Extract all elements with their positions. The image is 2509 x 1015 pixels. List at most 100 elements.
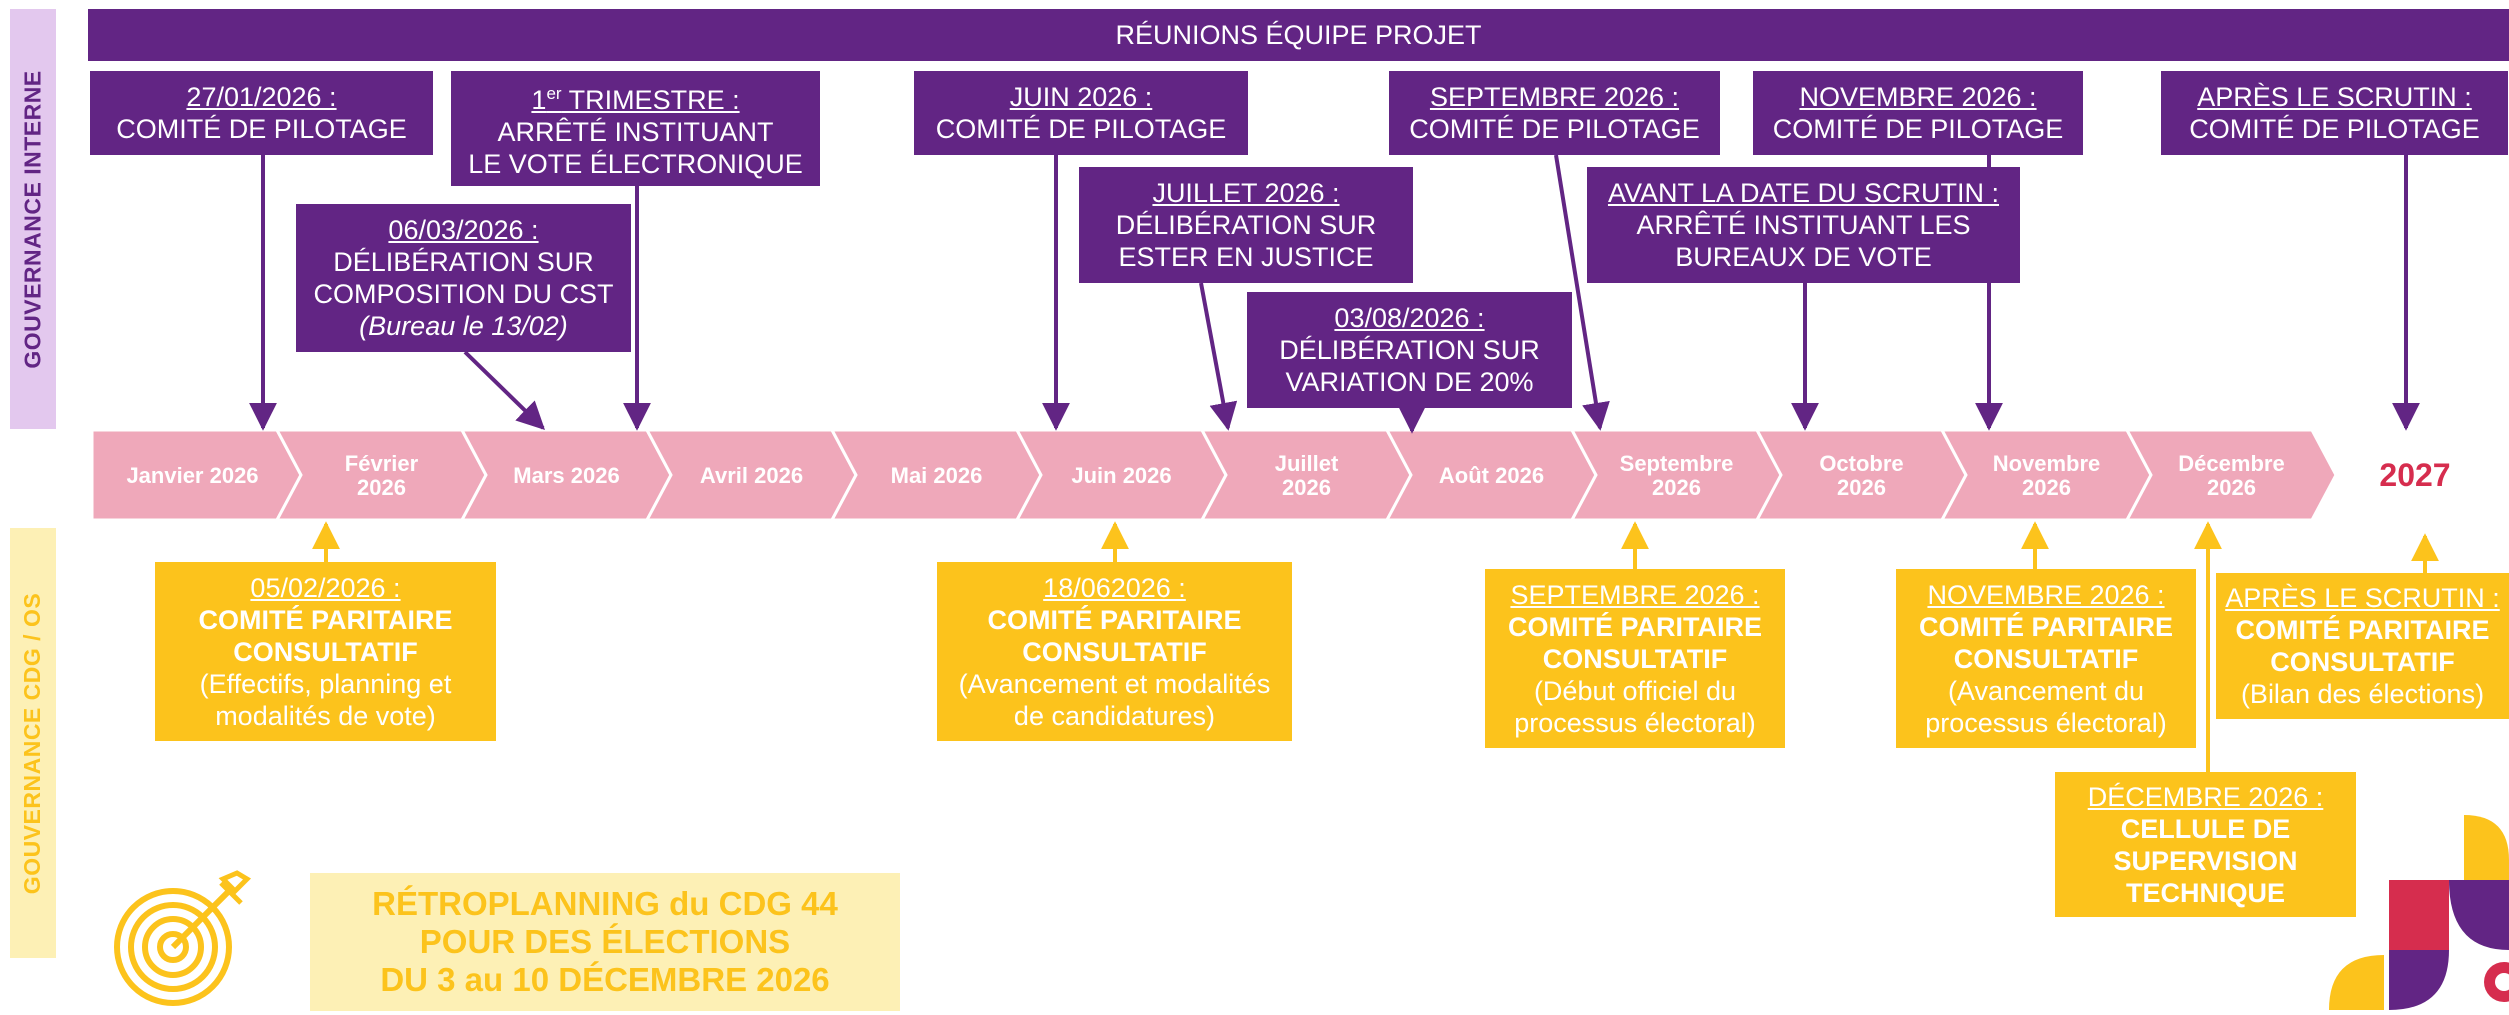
cdg-sep-detail-2: processus électoral) — [1514, 707, 1756, 738]
month-chevron — [459, 428, 673, 522]
retroplanning-title: RÉTROPLANNING du CDG 44 POUR DES ÉLECTIO… — [310, 873, 900, 1011]
event-jul-date: JUILLET 2026 : — [1152, 178, 1340, 208]
cdg-apres-detail-1: (Bilan des élections) — [2240, 679, 2485, 709]
month-label: Janvier 2026 — [126, 463, 258, 488]
event-jul-line-2: ESTER EN JUSTICE — [1118, 242, 1374, 272]
event-apres-line-1: COMITÉ DE PILOTAGE — [2189, 114, 2480, 144]
event-avant-scrutin: AVANT LA DATE DU SCRUTIN : ARRÊTÉ INSTIT… — [1587, 167, 2020, 283]
cdg-jun-detail-1: (Avancement et modalités — [958, 668, 1271, 699]
cdg-dec-date: DÉCEMBRE 2026 : — [2087, 781, 2324, 812]
cdg-nov-date: NOVEMBRE 2026 : — [1927, 579, 2165, 610]
cdg-governance-band: GOUVERNANCE CDG / OS — [10, 528, 56, 958]
event-jan-steering: 27/01/2026 : COMITÉ DE PILOTAGE — [90, 71, 433, 155]
event-jun-steering: JUIN 2026 : COMITÉ DE PILOTAGE — [914, 71, 1248, 155]
cdg-dec-title-1: CELLULE DE — [2120, 813, 2291, 844]
cdg-jun-title-2: CONSULTATIF — [1022, 636, 1207, 667]
cdg-jun-date: 18/062026 : — [1043, 572, 1186, 603]
month-chevron — [1199, 428, 1413, 522]
cdg-feb-committee: 05/02/2026 : COMITÉ PARITAIRE CONSULTATI… — [155, 562, 496, 741]
event-avant-line-2: BUREAUX DE VOTE — [1675, 242, 1932, 272]
event-aug-line-2: VARIATION DE 20% — [1285, 367, 1534, 397]
cdg-apres-title-2: CONSULTATIF — [2270, 647, 2455, 677]
month-chevron — [1384, 428, 1598, 522]
cdg-nov-detail-1: (Avancement du — [1947, 675, 2145, 706]
cdg-apres-committee: APRÈS LE SCRUTIN : COMITÉ PARITAIRE CONS… — [2216, 573, 2509, 719]
event-jan-line-1: COMITÉ DE PILOTAGE — [116, 114, 407, 144]
cdg-jun-title-1: COMITÉ PARITAIRE — [987, 604, 1242, 635]
event-avant-date: AVANT LA DATE DU SCRUTIN : — [1607, 178, 2000, 208]
cdg-jun-detail-2: de candidatures) — [1013, 700, 1216, 731]
month-chevron — [2124, 428, 2338, 522]
event-jun-line-1: COMITÉ DE PILOTAGE — [935, 114, 1227, 144]
month-label: Mai 2026 — [891, 463, 983, 488]
arrow-mar — [463, 350, 546, 430]
cdg-apres-title-1: COMITÉ PARITAIRE — [2235, 615, 2490, 645]
cdg-governance-label: GOUVERNANCE CDG / OS — [19, 592, 46, 894]
month-label: Avril 2026 — [700, 463, 803, 488]
event-sep-steering: SEPTEMBRE 2026 : COMITÉ DE PILOTAGE — [1389, 71, 1720, 155]
event-nov-date: NOVEMBRE 2026 : — [1799, 82, 2037, 112]
event-sep-line-1: COMITÉ DE PILOTAGE — [1409, 114, 1700, 144]
event-trimestre: 1er TRIMESTRE : ARRÊTÉ INSTITUANT LE VOT… — [451, 71, 820, 186]
month-chevron — [90, 428, 303, 522]
arrow-jul — [1199, 282, 1238, 431]
event-aug-line-1: DÉLIBÉRATION SUR — [1279, 335, 1540, 365]
cdg-feb-date: 05/02/2026 : — [250, 572, 401, 603]
cdg-sep-detail-1: (Début officiel du — [1533, 675, 1737, 706]
month-chevron — [1014, 428, 1228, 522]
event-aug-deliberation: 03/08/2026 : DÉLIBÉRATION SUR VARIATION … — [1247, 292, 1572, 408]
event-mar-deliberation: 06/03/2026 : DÉLIBÉRATION SUR COMPOSITIO… — [296, 204, 631, 352]
event-sep-date: SEPTEMBRE 2026 : — [1429, 82, 1680, 112]
event-trimestre-line-1: ARRÊTÉ INSTITUANT — [497, 116, 774, 147]
month-chevron — [829, 428, 1043, 522]
event-mar-line-1: DÉLIBÉRATION SUR — [333, 247, 594, 277]
cdg-logo-shapes — [2329, 815, 2509, 1010]
cdg-feb-detail-1: (Effectifs, planning et — [199, 668, 452, 699]
event-jun-date: JUIN 2026 : — [1009, 82, 1153, 112]
event-jan-date: 27/01/2026 : — [186, 82, 337, 112]
cdg-dec-supervision: DÉCEMBRE 2026 : CELLULE DE SUPERVISION T… — [2055, 772, 2356, 917]
project-team-banner: RÉUNIONS ÉQUIPE PROJET — [88, 9, 2509, 61]
cdg-dec-title-3: TECHNIQUE — [2125, 877, 2285, 908]
event-nov-steering: NOVEMBRE 2026 : COMITÉ DE PILOTAGE — [1753, 71, 2083, 155]
cdg-apres-date: APRÈS LE SCRUTIN : — [2225, 583, 2500, 613]
event-nov-line-1: COMITÉ DE PILOTAGE — [1772, 114, 2064, 144]
event-jul-deliberation: JUILLET 2026 : DÉLIBÉRATION SUR ESTER EN… — [1079, 167, 1413, 283]
event-trimestre-line-2: LE VOTE ÉLECTRONIQUE — [468, 148, 803, 179]
cdg-dec-title-2: SUPERVISION — [2113, 845, 2298, 876]
month-chevron — [1939, 428, 2153, 522]
internal-governance-band: GOUVERNANCE INTERNE — [10, 9, 56, 429]
event-mar-note: (Bureau le 13/02) — [359, 311, 568, 341]
month-chevron — [644, 428, 858, 522]
cdg-nov-title-1: COMITÉ PARITAIRE — [1919, 611, 2173, 642]
cdg-sep-title-2: CONSULTATIF — [1542, 643, 1728, 674]
event-apres-date: APRÈS LE SCRUTIN : — [2197, 82, 2472, 112]
event-trimestre-date: 1er TRIMESTRE : — [531, 83, 740, 115]
cdg-sep-date: SEPTEMBRE 2026 : — [1510, 579, 1760, 610]
year-2027-label: 2027 — [2379, 457, 2451, 493]
cdg-sep-committee: SEPTEMBRE 2026 : COMITÉ PARITAIRE CONSUL… — [1485, 569, 1785, 748]
cdg-feb-title-1: COMITÉ PARITAIRE — [198, 604, 453, 635]
month-label: Juin 2026 — [1071, 463, 1171, 488]
title-line-2: POUR DES ÉLECTIONS — [419, 923, 791, 960]
event-avant-line-1: ARRÊTÉ INSTITUANT LES — [1636, 210, 1971, 240]
event-aug-date: 03/08/2026 : — [1334, 303, 1485, 333]
month-chevron — [1569, 428, 1783, 522]
cdg-nov-detail-2: processus électoral) — [1925, 707, 2167, 738]
cdg-feb-detail-2: modalités de vote) — [215, 700, 436, 731]
cdg-sep-title-1: COMITÉ PARITAIRE — [1508, 611, 1762, 642]
event-mar-date: 06/03/2026 : — [388, 215, 539, 245]
cdg-nov-committee: NOVEMBRE 2026 : COMITÉ PARITAIRE CONSULT… — [1896, 569, 2196, 748]
cdg-jun-committee: 18/062026 : COMITÉ PARITAIRE CONSULTATIF… — [937, 562, 1292, 741]
title-line-3: DU 3 au 10 DÉCEMBRE 2026 — [380, 961, 830, 998]
event-apres-steering: APRÈS LE SCRUTIN : COMITÉ DE PILOTAGE — [2161, 71, 2508, 155]
month-chevron — [274, 428, 488, 522]
month-label: Août 2026 — [1439, 463, 1544, 488]
